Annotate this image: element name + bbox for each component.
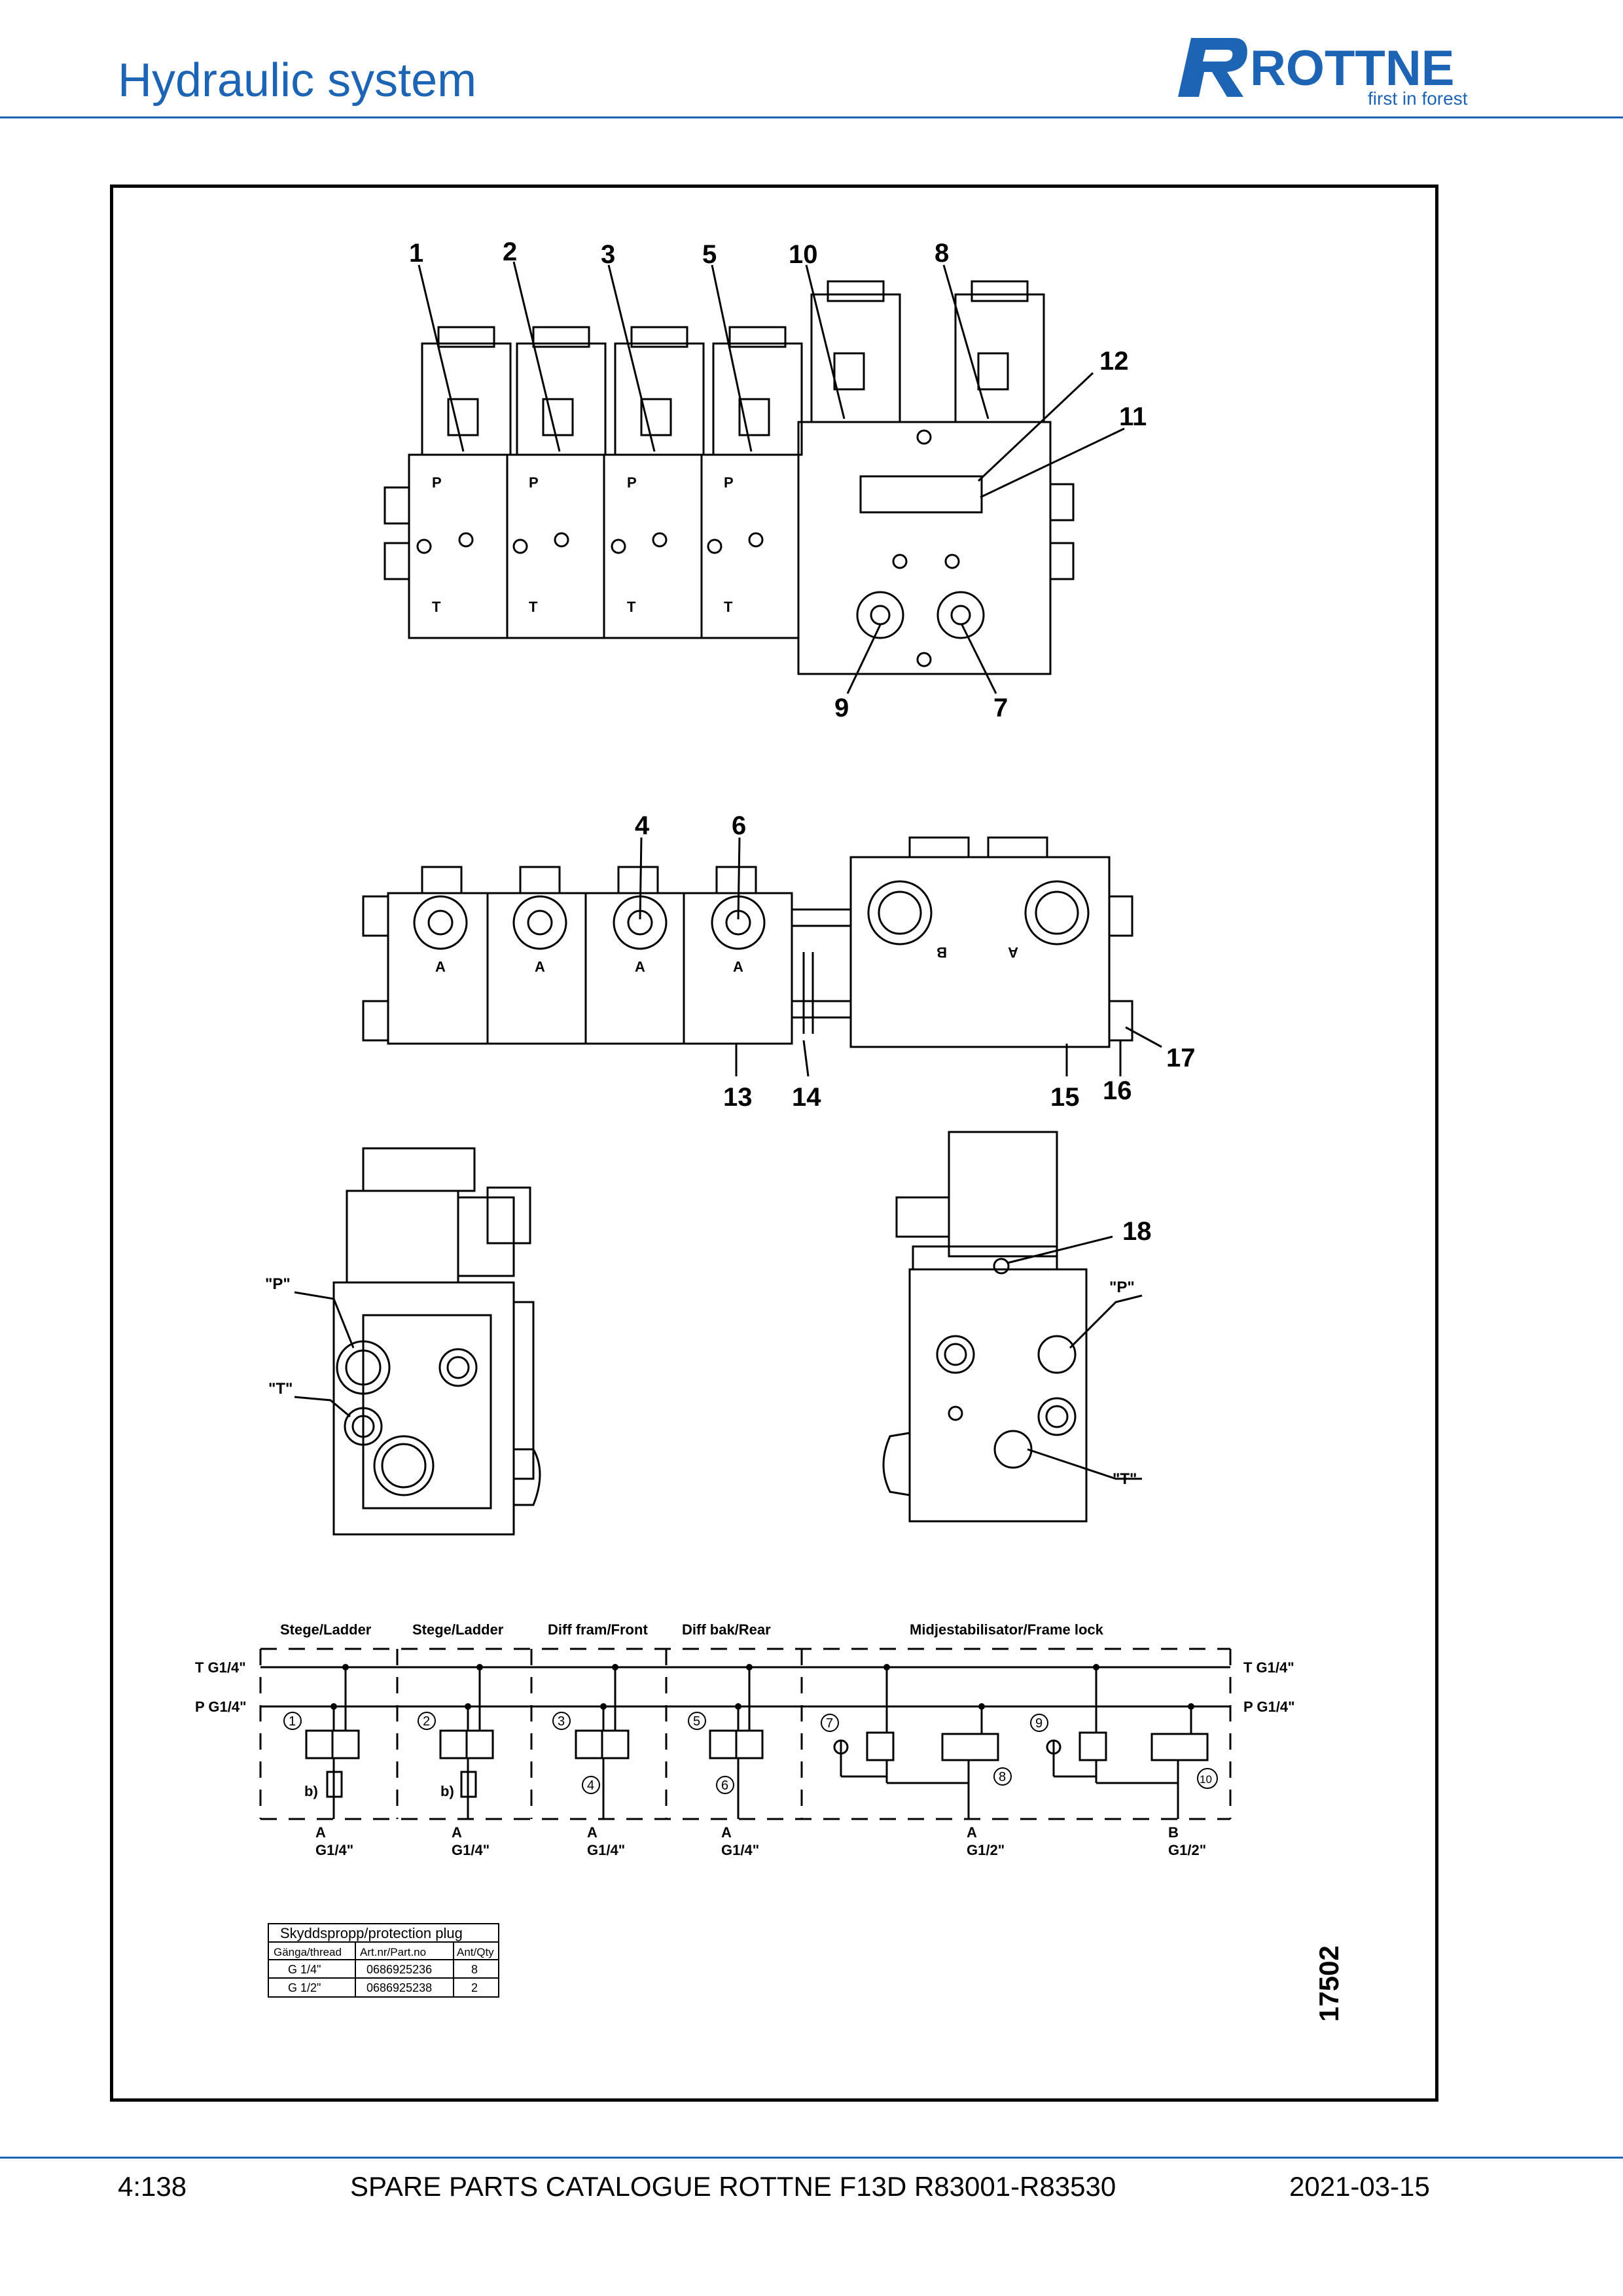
port-t-quoted-right: "T" [1113, 1470, 1137, 1488]
callout-11: 11 [1119, 402, 1147, 431]
section-label-2: Stege/Ladder [412, 1621, 504, 1638]
callout-1: 1 [409, 239, 423, 268]
callout-3: 3 [601, 240, 615, 269]
drawing-id: 17502 [1313, 1945, 1344, 2022]
plug-table-title: Skyddspropp/protection plug [280, 1925, 463, 1941]
valve-num-4: 4 [587, 1778, 594, 1793]
b-mark-2: b) [440, 1783, 454, 1799]
plug-row2-partno: 0686925238 [366, 1981, 432, 1994]
callout-10: 10 [789, 240, 818, 269]
hydraulic-schematic [259, 1648, 1232, 1820]
callout-15: 15 [1050, 1083, 1080, 1112]
b-mark-1: b) [304, 1783, 318, 1799]
t-port-right: T G1/4" [1243, 1659, 1294, 1676]
port-t-4: T [724, 599, 733, 615]
plug-header-qty: Ant/Qty [457, 1946, 494, 1958]
callout-5: 5 [702, 240, 717, 269]
callout-6: 6 [732, 811, 746, 840]
a-label-2: A [452, 1824, 462, 1841]
page-number: 4:138 [118, 2171, 187, 2202]
valve-num-5: 5 [693, 1714, 700, 1729]
port-a-3: A [635, 959, 645, 975]
rottne-logo: ROTTNE first in forest [1178, 38, 1468, 109]
callout-2: 2 [503, 238, 517, 266]
drawing-frame [110, 185, 1438, 2102]
plug-header-partno: Art.nr/Part.no [360, 1946, 426, 1958]
port-t-2: T [529, 599, 538, 615]
valve-num-9: 9 [1035, 1716, 1043, 1731]
a-label-5: A [967, 1824, 977, 1841]
plug-row1-qty: 8 [471, 1963, 478, 1976]
port-b-rotated: B [936, 944, 947, 961]
catalogue-title: SPARE PARTS CATALOGUE ROTTNE F13D R83001… [350, 2171, 1116, 2202]
port-p-4: P [724, 474, 734, 491]
callout-4: 4 [635, 811, 650, 840]
a-label-4: A [721, 1824, 732, 1841]
logo-wordmark: ROTTNE [1250, 41, 1454, 96]
plug-row1-partno: 0686925236 [366, 1963, 432, 1976]
plug-table: Skyddspropp/protection plug Gänga/thread… [268, 1923, 499, 1998]
valve-num-6: 6 [721, 1778, 728, 1793]
valve-num-8: 8 [999, 1770, 1006, 1784]
left-side-view [294, 1147, 541, 1536]
a-thread-1: G1/4" [315, 1842, 353, 1858]
t-port-left: T G1/4" [195, 1659, 246, 1676]
publish-date: 2021-03-15 [1289, 2171, 1430, 2202]
p-port-right: P G1/4" [1243, 1699, 1295, 1715]
port-p-3: P [627, 474, 637, 491]
port-p-quoted-right: "P" [1109, 1279, 1135, 1296]
port-p-quoted-left: "P" [265, 1275, 291, 1293]
plug-row2-thread: G 1/2" [288, 1981, 321, 1994]
a-thread-5: G1/2" [967, 1842, 1005, 1858]
port-t-1: T [432, 599, 441, 615]
port-p-2: P [529, 474, 539, 491]
logo-tagline: first in forest [1368, 88, 1468, 109]
port-p-1: P [432, 474, 442, 491]
section-label-4: Diff bak/Rear [682, 1621, 771, 1638]
plug-row1-thread: G 1/4" [288, 1963, 321, 1976]
section-label-1: Stege/Ladder [280, 1621, 372, 1638]
b-thread: G1/2" [1168, 1842, 1206, 1858]
section-label-3: Diff fram/Front [548, 1621, 648, 1638]
plug-header-thread: Gänga/thread [274, 1946, 342, 1958]
top-view [383, 261, 1125, 694]
section-label-5: Midjestabilisator/Frame lock [910, 1621, 1104, 1638]
callout-13: 13 [723, 1083, 753, 1112]
valve-num-10: 10 [1200, 1773, 1212, 1786]
port-t-quoted-left: "T" [268, 1380, 293, 1398]
valve-num-1: 1 [289, 1714, 296, 1729]
front-view [362, 836, 1162, 1077]
a-thread-3: G1/4" [587, 1842, 625, 1858]
valve-num-3: 3 [558, 1714, 565, 1729]
valve-num-7: 7 [826, 1716, 833, 1731]
port-a-rotated: A [1008, 944, 1018, 961]
rottne-emblem-icon [1178, 38, 1247, 97]
port-a-2: A [535, 959, 545, 975]
callout-17: 17 [1166, 1044, 1196, 1072]
header-rule [0, 116, 1623, 118]
a-thread-4: G1/4" [721, 1842, 759, 1858]
page-title: Hydraulic system [118, 54, 477, 107]
callout-16: 16 [1103, 1076, 1132, 1105]
p-port-left: P G1/4" [195, 1699, 247, 1715]
port-t-3: T [627, 599, 636, 615]
plug-row2-qty: 2 [471, 1981, 478, 1994]
right-side-view [882, 1131, 1143, 1523]
callout-18: 18 [1122, 1217, 1152, 1246]
callout-9: 9 [834, 694, 849, 722]
a-thread-2: G1/4" [452, 1842, 490, 1858]
footer-rule [0, 2157, 1623, 2159]
callout-14: 14 [792, 1083, 821, 1112]
b-label: B [1168, 1824, 1179, 1841]
callout-7: 7 [993, 694, 1008, 722]
a-label-3: A [587, 1824, 597, 1841]
a-label-1: A [315, 1824, 326, 1841]
callout-8: 8 [935, 239, 949, 268]
port-a-1: A [435, 959, 446, 975]
port-a-4: A [733, 959, 743, 975]
valve-num-2: 2 [423, 1714, 430, 1729]
callout-12: 12 [1099, 347, 1129, 376]
